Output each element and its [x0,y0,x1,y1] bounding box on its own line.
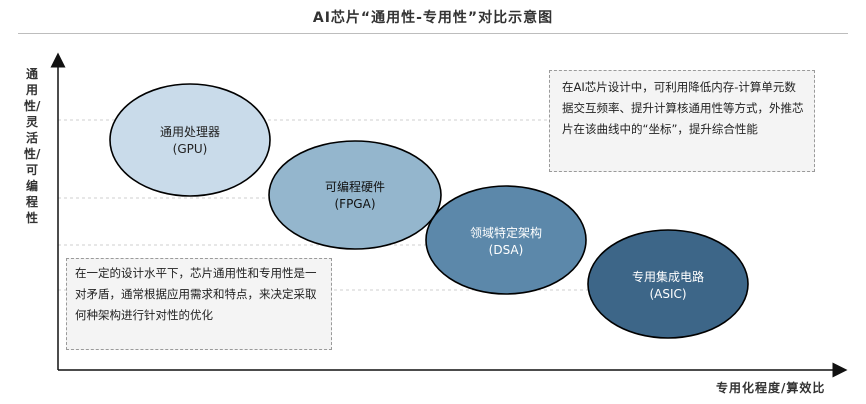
dsa-name: 领域特定架构 [469,226,542,240]
tradeoff-note-box: 在一定的设计水平下，芯片通用性和专用性是一对矛盾，通常根据应用需求和特点，来决定… [66,258,332,350]
gpu-node [109,83,271,197]
diagram-title: AI芯片“通用性-专用性”对比示意图 [312,10,554,26]
asic-node [587,229,749,339]
design-note-box: 在AI芯片设计中，可利用降低内存-计算单元数据交互频率、提升计算核通用性等方式，… [549,70,815,172]
dsa-label: 领域特定架构 (DSA) [446,225,566,259]
dsa-abbr: (DSA) [488,243,524,257]
fpga-label: 可编程硬件 (FPGA) [295,179,415,213]
asic-abbr: (ASIC) [649,287,687,301]
asic-label: 专用集成电路 (ASIC) [608,269,728,303]
title-divider [18,33,848,34]
dsa-node [425,185,587,295]
y-axis-label: 通用性/灵活性/可编程性 [24,67,41,225]
gpu-name: 通用处理器 [159,125,220,139]
fpga-abbr: (FPGA) [334,197,376,211]
gpu-abbr: (GPU) [172,142,208,156]
fpga-name: 可编程硬件 [324,180,385,194]
asic-name: 专用集成电路 [631,270,704,284]
fpga-node [268,140,442,250]
gpu-label: 通用处理器 (GPU) [130,124,250,158]
x-axis-label: 专用化程度/算效比 [716,381,826,395]
